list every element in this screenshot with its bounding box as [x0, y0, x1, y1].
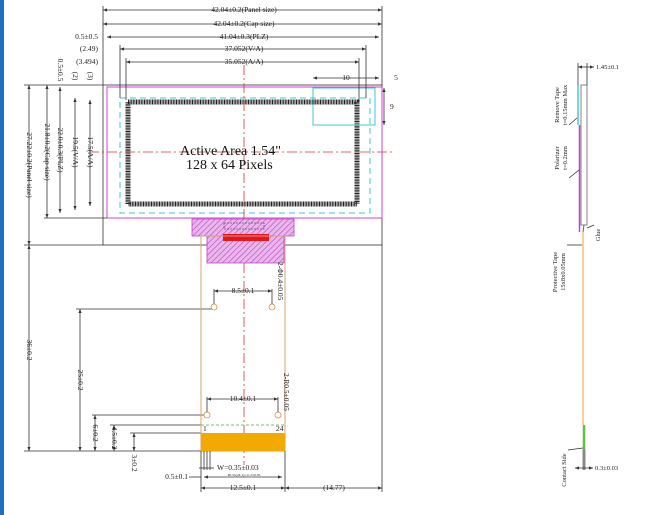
dim-pin-width: W=0.35±0.03	[217, 463, 259, 472]
dim-top-offset: 0.5±0.5	[56, 59, 65, 82]
window-outline	[312, 87, 376, 126]
polarizer-label: Polarizer	[554, 145, 561, 169]
dim-hole-pitch-top: 8.5±0.1	[232, 286, 255, 295]
ic-outline	[223, 222, 265, 230]
dim-plz-offset: 0.5±0.5	[75, 32, 98, 41]
polarizer-thickness: t=0.2mm	[562, 146, 569, 170]
protective-tape-size: 15x8x0.05mm	[560, 253, 567, 291]
dim-3: 3±0.2	[130, 454, 139, 471]
active-area-label: Active Area 1.54"	[180, 144, 281, 159]
dim-hole-y: 25±0.2	[76, 370, 85, 391]
dim-aa-height: 17.5(A/A)	[86, 136, 95, 168]
dim-pin-edge: 0.5±0.1	[165, 472, 188, 481]
active-area	[125, 99, 360, 207]
dim-pin-pitch: P0.5x(24-1)=11.5±0.05	[228, 473, 261, 477]
hole-top-right	[268, 303, 276, 311]
dim-va-width: 37.052(V/A)	[225, 44, 264, 53]
cap-outline	[106, 86, 383, 219]
side-thickness: 1.45±0.1	[596, 64, 619, 71]
dim-plz-width: 41.04±0.3(PLZ)	[220, 32, 269, 41]
fpc-contacts	[201, 433, 285, 451]
dim-aa-top: (3)	[86, 72, 95, 81]
dim-window-gap: 5	[394, 73, 398, 82]
hole-bottom-left	[203, 411, 211, 419]
protective-tape-label: Protective Tape	[552, 252, 559, 293]
hole-top-left	[210, 303, 218, 311]
dim-panel-width: 42.04±0.2(Panel size)	[211, 5, 277, 14]
viewing-area-outline	[119, 97, 371, 214]
remove-tape-label: Remove Tape	[554, 87, 561, 123]
driver-ic	[223, 234, 269, 241]
dim-fpc-offset: (14.77)	[323, 483, 345, 492]
hole-bottom-label: 2-R0.5±0.05	[282, 373, 291, 411]
dim-hole-pitch-bottom: 10.4±0.1	[230, 394, 257, 403]
dim-aa-offset: (3.494)	[76, 57, 98, 66]
dim-window-width: 10	[342, 73, 350, 82]
fpc-tail	[200, 235, 286, 452]
dim-fpc-width: 12.5±0.1	[230, 483, 257, 492]
dim-window-height: 9	[390, 102, 394, 111]
fpc-thickness: 0.3±0.03	[595, 465, 618, 472]
hole-bottom-right	[274, 411, 282, 419]
hole-top-label: 2-Φ0.4±0.05	[276, 262, 285, 301]
dim-va-height: 19.5(V/A)	[71, 136, 80, 168]
pin-first: 1	[203, 424, 207, 433]
dim-panel-height: 27.22±0.2(Panel size)	[25, 132, 34, 198]
contact-side-label: Contact Side	[561, 453, 568, 487]
dim-aa-width: 35.052(A/A)	[225, 57, 264, 66]
dim-va-top: (2)	[71, 72, 80, 81]
side-panel	[580, 84, 588, 226]
pixels-label: 128 x 64 Pixels	[186, 158, 273, 173]
glue-label: Glue	[595, 229, 602, 242]
remove-tape-thickness: t=0.15mm Max	[562, 84, 569, 125]
dim-total-height: 36±0.2	[25, 340, 34, 361]
dim-cap-width: 42.04±0.2(Cap size)	[214, 19, 275, 28]
dim-4-5: 4.5±0.2	[110, 427, 119, 450]
pin-last: 24	[276, 424, 284, 433]
dim-plz-height: 22.0±0.3(PLZ)	[56, 128, 65, 173]
dim-va-offset: (2.49)	[80, 44, 99, 53]
mechanical-drawing: Active Area 1.54" 128 x 64 Pixels 42.04±…	[24, 5, 619, 492]
dim-cap-height: 21.8±0.2(Cap size)	[43, 123, 52, 181]
dim-6: 6±0.2	[91, 424, 100, 441]
